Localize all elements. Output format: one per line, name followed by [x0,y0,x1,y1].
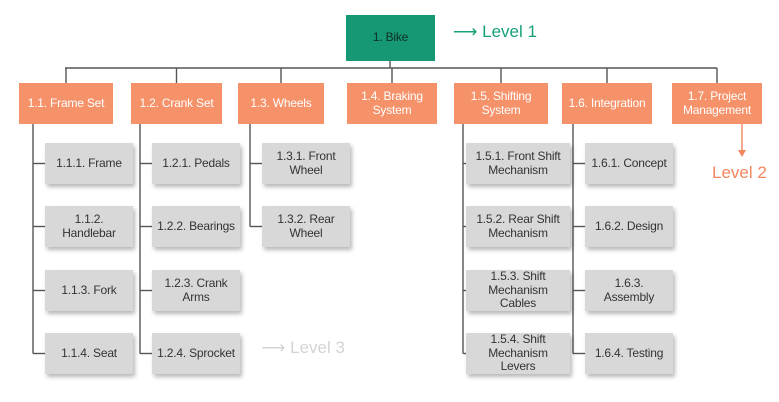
leaf-concept: 1.6.1. Concept [585,143,673,184]
leaf-seat: 1.1.4. Seat [45,333,133,374]
leaf-rear-wheel: 1.3.2. Rear Wheel [262,206,350,247]
branch-braking-system: 1.4. Braking System [347,83,437,124]
branch-integration: 1.6. Integration [562,83,652,124]
right-arrow-icon: ⟶ [261,338,286,357]
leaf-sprocket: 1.2.4. Sprocket [152,333,240,374]
leaf-bearings: 1.2.2. Bearings [152,206,240,247]
branch-frame-set: 1.1. Frame Set [19,83,113,124]
leaf-handlebar: 1.1.2. Handlebar [45,206,133,247]
leaf-design: 1.6.2. Design [585,206,673,247]
branch-crank-set: 1.2. Crank Set [131,83,222,124]
root-node: 1. Bike [346,15,435,61]
leaf-shift-mechanism-cables: 1.5.3. Shift Mechanism Cables [466,270,570,311]
leaf-front-shift-mechanism: 1.5.1. Front Shift Mechanism [466,143,570,184]
leaf-shift-mechanism-levers: 1.5.4. Shift Mechanism Levers [466,333,570,374]
level-1-label: Level 1 [482,22,537,41]
leaf-crank-arms: 1.2.3. Crank Arms [152,270,240,311]
leaf-front-wheel: 1.3.1. Front Wheel [262,143,350,184]
leaf-pedals: 1.2.1. Pedals [152,143,240,184]
leaf-frame: 1.1.1. Frame [45,143,133,184]
down-arrow-icon [738,150,746,157]
right-arrow-icon: ⟶ [453,22,478,41]
leaf-rear-shift-mechanism: 1.5.2. Rear Shift Mechanism [466,206,570,247]
level-1-annotation: ⟶ Level 1 [453,22,537,42]
level-2-label: Level 2 [712,163,767,182]
level-3-annotation: ⟶ Level 3 [261,338,345,358]
leaf-assembly: 1.6.3. Assembly [585,270,673,311]
branch-shifting-system: 1.5. Shifting System [454,83,548,124]
branch-project-management: 1.7. Project Management [672,83,762,124]
level-3-label: Level 3 [290,338,345,357]
leaf-fork: 1.1.3. Fork [45,270,133,311]
leaf-testing: 1.6.4. Testing [585,333,673,374]
branch-wheels: 1.3. Wheels [238,83,324,124]
